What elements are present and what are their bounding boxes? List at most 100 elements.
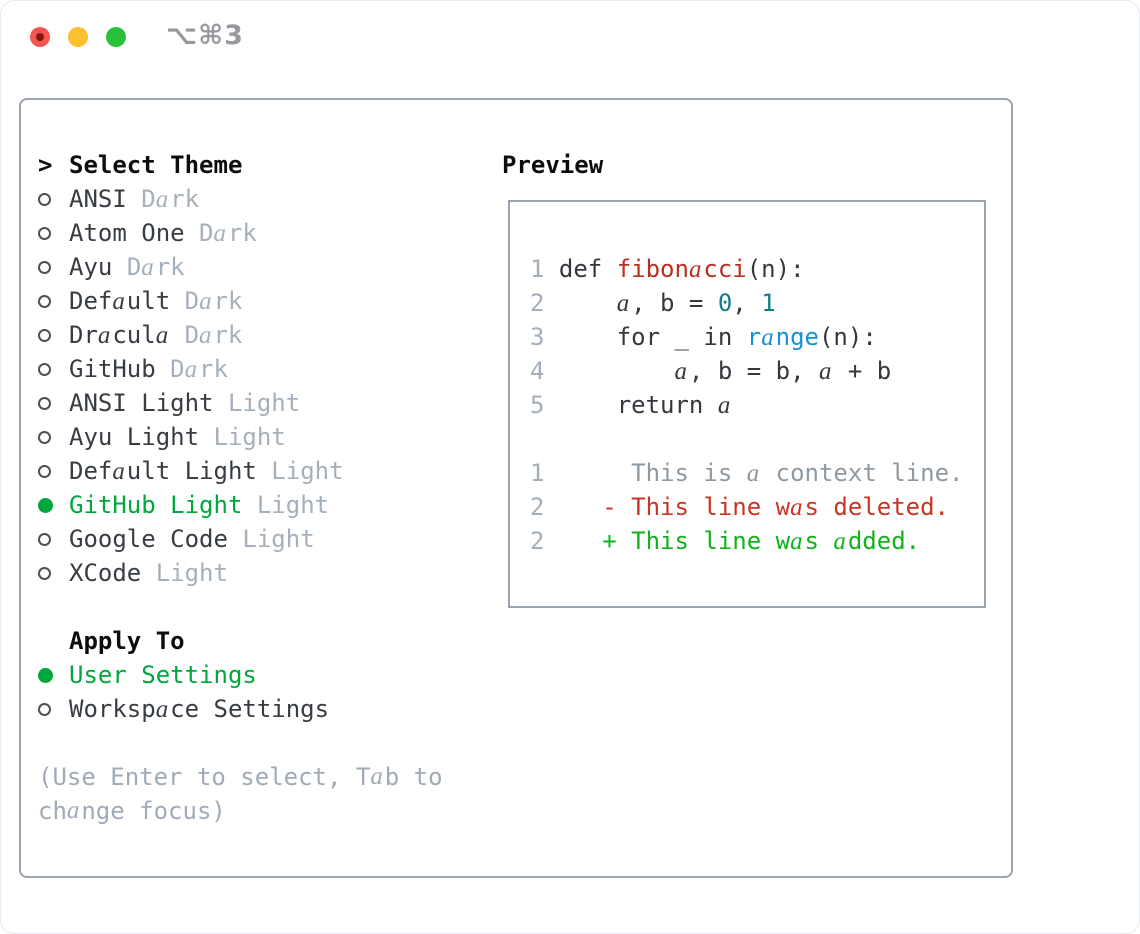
preview-title: Preview [502, 151, 604, 179]
preview-line [530, 422, 984, 456]
line-number: 4 [530, 357, 545, 385]
radio-icon [38, 702, 69, 716]
code-segment: def [558, 255, 617, 283]
code-segment: for _ in [558, 323, 747, 351]
apply-option-user-settings[interactable]: User Settings [38, 658, 443, 692]
apply-to-header-row: Apply To [38, 624, 443, 658]
radio-selected-icon [38, 667, 69, 683]
radio-icon [38, 566, 69, 580]
preview-line: 3 for _ in range(n): [530, 320, 984, 354]
theme-option-default-light[interactable]: Default Light Light [38, 454, 443, 488]
line-number: 3 [530, 323, 545, 351]
theme-variant-badge: Light [155, 559, 228, 587]
line-number: 2 [530, 527, 545, 555]
theme-variant-badge: Light [271, 457, 344, 485]
theme-option-dracula[interactable]: Dracula Dark [38, 318, 443, 352]
preview-line: 1 def fibonacci(n): [530, 252, 984, 286]
code-segment: 1 [761, 289, 776, 317]
apply-option-workspace-settings[interactable]: Workspace Settings [38, 692, 443, 726]
code-segment: (n): [746, 255, 805, 283]
code-segment: , [732, 289, 762, 317]
line-number: 2 [530, 493, 545, 521]
line-number: 5 [530, 391, 545, 419]
theme-name: Dracula [69, 320, 169, 349]
radio-icon [38, 430, 69, 444]
radio-icon [38, 260, 69, 274]
code-segment: - This line was deleted. [558, 492, 950, 521]
radio-selected-icon [38, 497, 69, 513]
theme-name: ANSI [69, 185, 127, 213]
theme-option-ansi[interactable]: ANSI Dark [38, 182, 443, 216]
theme-list-header: > Select Theme [38, 148, 443, 182]
window-shortcut-label: ⌥⌘3 [166, 20, 244, 51]
code-segment: 0 [717, 289, 733, 317]
theme-variant-badge: Dark [199, 218, 257, 247]
code-segment: range [746, 322, 819, 351]
apply-option-label: Workspace Settings [69, 694, 330, 723]
theme-option-xcode[interactable]: XCode Light [38, 556, 443, 590]
theme-option-ayu-light[interactable]: Ayu Light Light [38, 420, 443, 454]
theme-option-github-light[interactable]: GitHub Light Light [38, 488, 443, 522]
theme-name: Default [69, 286, 171, 315]
theme-name: Default Light [69, 456, 257, 485]
theme-list-title: Select Theme [69, 151, 243, 179]
code-segment: (n): [818, 323, 877, 351]
theme-option-google-code[interactable]: Google Code Light [38, 522, 443, 556]
preview-line: 2 a, b = 0, 1 [530, 286, 984, 320]
line-number: 1 [530, 459, 545, 487]
theme-name: Google Code [69, 525, 228, 553]
theme-name: XCode [69, 559, 142, 587]
code-segment: fibonacci [616, 254, 747, 283]
theme-option-github[interactable]: GitHub Dark [38, 352, 443, 386]
line-number: 1 [530, 255, 545, 283]
radio-icon [38, 226, 69, 240]
theme-name: Ayu [69, 253, 113, 281]
code-segment: + This line was added. [558, 526, 921, 555]
code-segment: a, b = b, a + b [674, 356, 892, 385]
theme-variant-badge: Light [242, 525, 315, 553]
radio-icon [38, 294, 69, 308]
theme-name: Ayu Light [69, 423, 200, 451]
theme-variant-badge: Light [256, 491, 330, 519]
code-segment: return a [558, 390, 731, 419]
apply-option-label: User Settings [69, 661, 257, 689]
theme-variant-badge: Dark [126, 252, 185, 281]
theme-option-atom-one[interactable]: Atom One Dark [38, 216, 443, 250]
radio-icon [38, 328, 69, 342]
theme-variant-badge: Light [227, 389, 301, 417]
radio-icon [38, 532, 69, 546]
theme-option-ansi-light[interactable]: ANSI Light Light [38, 386, 443, 420]
theme-name: GitHub Light [69, 491, 243, 519]
preview-line: 2 + This line was added. [530, 524, 984, 558]
radio-icon [38, 464, 69, 478]
theme-option-default[interactable]: Default Dark [38, 284, 443, 318]
theme-name: GitHub [69, 355, 156, 383]
theme-variant-badge: Dark [170, 354, 228, 383]
preview-line: 1 This is a context line. [530, 456, 984, 490]
close-button[interactable] [30, 27, 50, 47]
code-segment: a, b = [616, 288, 718, 317]
theme-option-ayu[interactable]: Ayu Dark [38, 250, 443, 284]
preview-line: 4 a, b = b, a + b [530, 354, 984, 388]
theme-variant-badge: Dark [184, 286, 243, 315]
line-number: 2 [530, 289, 545, 317]
minimize-button[interactable] [68, 27, 88, 47]
radio-icon [38, 192, 69, 206]
zoom-button[interactable] [106, 27, 126, 47]
theme-variant-badge: Dark [141, 184, 200, 213]
code-segment: This is a context line. [558, 458, 964, 487]
preview-line: 2 - This line was deleted. [530, 490, 984, 524]
radio-icon [38, 362, 69, 376]
theme-name: Atom One [69, 219, 185, 247]
theme-name: ANSI Light [69, 389, 214, 417]
theme-variant-badge: Light [213, 423, 286, 451]
theme-variant-badge: Dark [184, 320, 243, 349]
